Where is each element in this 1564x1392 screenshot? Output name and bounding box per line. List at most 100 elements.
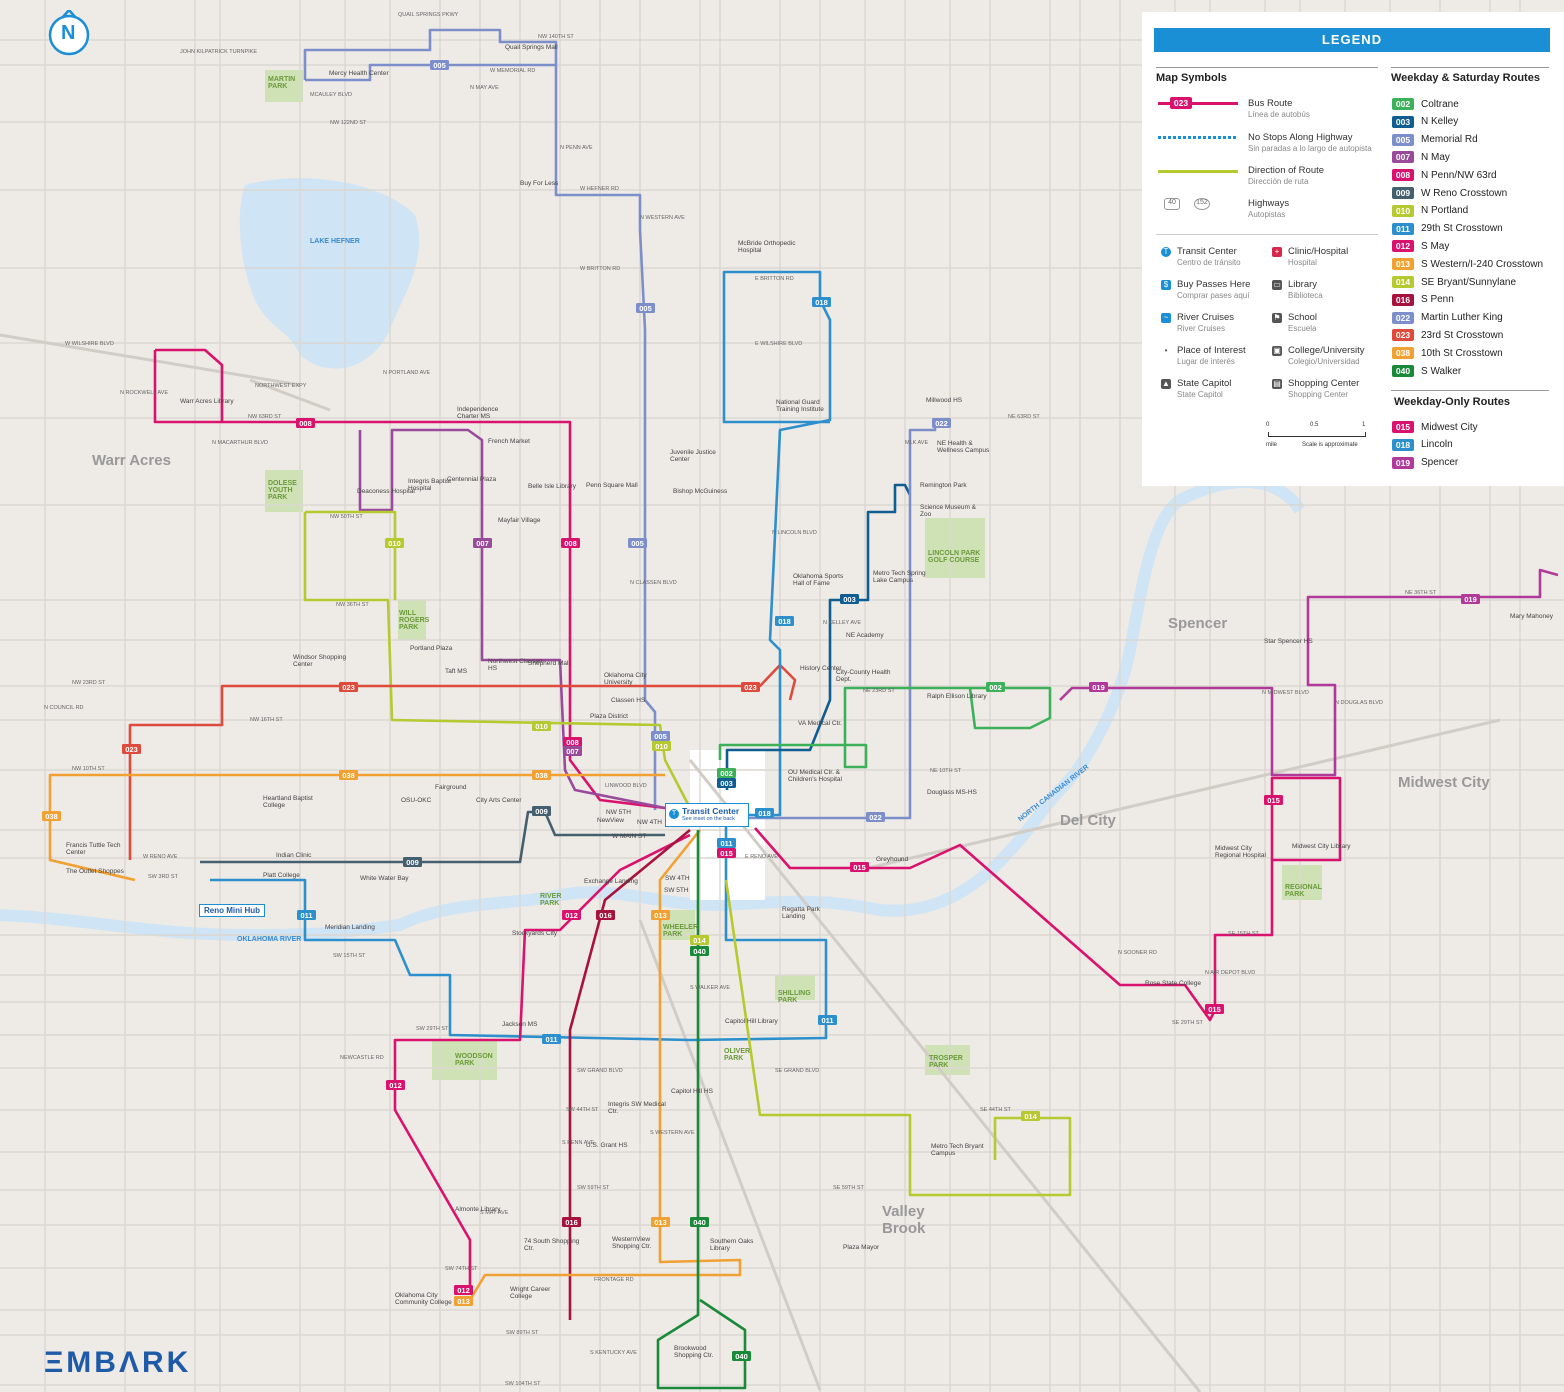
route-badge-014[interactable]: 014 xyxy=(1021,1111,1040,1121)
route-badge-014[interactable]: 014 xyxy=(690,935,709,945)
route-009[interactable] xyxy=(200,810,665,864)
route-badge-018[interactable]: 018 xyxy=(775,616,794,626)
route-badge-011[interactable]: 011 xyxy=(717,838,736,848)
route-badge-008[interactable]: 008 xyxy=(561,538,580,548)
route-badge-015[interactable]: 015 xyxy=(1205,1004,1224,1014)
route-018[interactable] xyxy=(722,270,832,817)
route-023[interactable] xyxy=(128,663,797,860)
route-badge-013[interactable]: 013 xyxy=(651,910,670,920)
route-badge-011[interactable]: 011 xyxy=(542,1034,561,1044)
route-badge-038[interactable]: 038 xyxy=(532,770,551,780)
route-badge-013[interactable]: 013 xyxy=(454,1296,473,1306)
route-badge-016[interactable]: 016 xyxy=(562,1217,581,1227)
route-badge-003[interactable]: 003 xyxy=(717,778,736,788)
route-019[interactable] xyxy=(1059,568,1559,777)
route-003[interactable] xyxy=(725,483,912,790)
route-badge-002[interactable]: 002 xyxy=(717,768,736,778)
route-badge-023[interactable]: 023 xyxy=(339,682,358,692)
street-label: N ROCKWELL AVE xyxy=(120,390,168,396)
route-badge-003[interactable]: 003 xyxy=(840,594,859,604)
route-badge-022[interactable]: 022 xyxy=(866,812,885,822)
route-badge-013[interactable]: 013 xyxy=(651,1217,670,1227)
route-badge-012[interactable]: 012 xyxy=(386,1080,405,1090)
route-010[interactable] xyxy=(303,512,692,809)
route-badge-018[interactable]: 018 xyxy=(755,808,774,818)
route-040[interactable] xyxy=(656,830,747,1390)
route-008b[interactable] xyxy=(155,348,224,422)
route-badge-022[interactable]: 022 xyxy=(932,418,951,428)
route-badge-005[interactable]: 005 xyxy=(430,60,449,70)
route-badge-038[interactable]: 038 xyxy=(42,811,61,821)
route-038[interactable] xyxy=(48,773,665,882)
route-005b[interactable] xyxy=(305,63,556,82)
route-badge-019[interactable]: 019 xyxy=(1461,594,1480,604)
route-badge-002[interactable]: 002 xyxy=(986,682,1005,692)
route-badge-015[interactable]: 015 xyxy=(717,848,736,858)
route-badge-005[interactable]: 005 xyxy=(651,731,670,741)
route-badge-023[interactable]: 023 xyxy=(122,744,141,754)
route-badge-016[interactable]: 016 xyxy=(596,910,615,920)
route-badge-040[interactable]: 040 xyxy=(690,1217,709,1227)
route-007[interactable] xyxy=(358,428,666,810)
street-label: W RENO AVE xyxy=(143,854,178,860)
route-badge-010[interactable]: 010 xyxy=(652,741,671,751)
route-badge-018[interactable]: 018 xyxy=(812,297,831,307)
bus-routes[interactable] xyxy=(48,28,1559,1390)
route-badge-005[interactable]: 005 xyxy=(636,303,655,313)
route-badge-005[interactable]: 005 xyxy=(628,538,647,548)
route-002[interactable] xyxy=(718,686,1052,769)
route-014[interactable] xyxy=(724,879,1072,1197)
reno-mini-hub[interactable]: Reno Mini Hub xyxy=(199,904,265,917)
route-badge-008[interactable]: 008 xyxy=(563,737,582,747)
route-badge-011[interactable]: 011 xyxy=(818,1015,837,1025)
route-badge-008[interactable]: 008 xyxy=(296,418,315,428)
route-badge-040[interactable]: 040 xyxy=(732,1351,751,1361)
route-badge-040[interactable]: 040 xyxy=(690,946,709,956)
route-badge-009[interactable]: 009 xyxy=(532,806,551,816)
route-badge-010[interactable]: 010 xyxy=(532,721,551,731)
route-badge-007[interactable]: 007 xyxy=(473,538,492,548)
route-008[interactable] xyxy=(153,350,666,810)
route-012[interactable] xyxy=(393,833,691,1295)
route-badge-010[interactable]: 010 xyxy=(385,538,404,548)
route-016[interactable] xyxy=(568,828,691,1320)
route-badge-011[interactable]: 011 xyxy=(297,910,316,920)
route-badge-007[interactable]: 007 xyxy=(563,746,582,756)
route-badge-012[interactable]: 012 xyxy=(562,910,581,920)
route-badge-012[interactable]: 012 xyxy=(454,1285,473,1295)
route-005[interactable] xyxy=(303,28,657,810)
route-number-badge: 002 xyxy=(1392,98,1414,110)
transit-center-marker[interactable]: T Transit Center See inset on the back xyxy=(665,803,749,827)
route-badge-019[interactable]: 019 xyxy=(1089,682,1108,692)
route-badge-015[interactable]: 015 xyxy=(1264,795,1283,805)
route-011[interactable] xyxy=(210,820,828,1042)
route-010b[interactable] xyxy=(305,510,397,600)
route-013[interactable] xyxy=(468,829,742,1301)
route-badge-015[interactable]: 015 xyxy=(850,862,869,872)
route-badge-038[interactable]: 038 xyxy=(339,770,358,780)
route-badge-009[interactable]: 009 xyxy=(403,857,422,867)
route-badge-023[interactable]: 023 xyxy=(741,682,760,692)
